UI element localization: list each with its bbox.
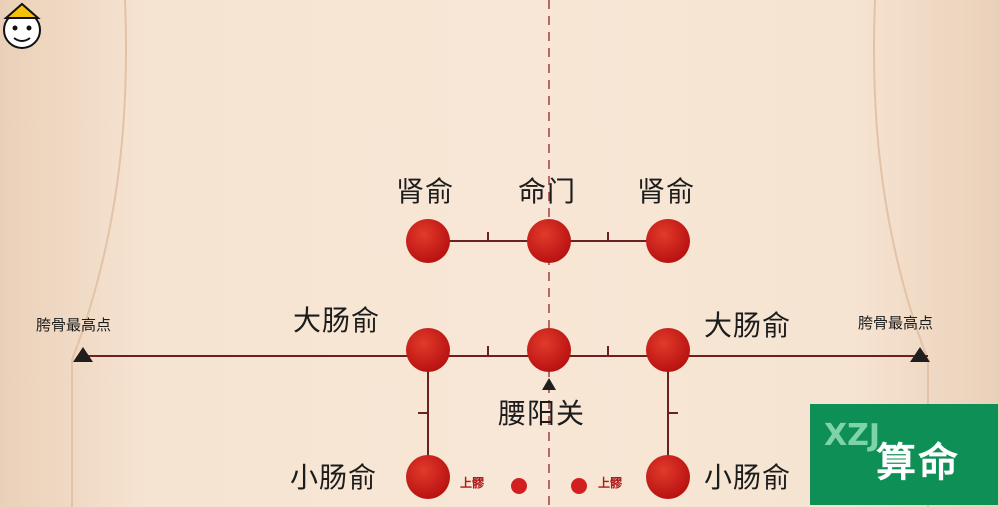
point-dachangshu-right (646, 328, 690, 372)
body-contour-right (872, 0, 929, 507)
label-shangliao-left: 上髎 (460, 476, 485, 490)
label-shenshu-right: 肾俞 (637, 175, 696, 208)
label-shangliao-right: 上髎 (598, 476, 623, 490)
label-yaoyangguan: 腰阳关 (498, 397, 586, 430)
label-shenshu-left: 肾俞 (396, 175, 455, 208)
label-xiaochangshu-right: 小肠俞 (704, 461, 792, 494)
point-shenshu-right (646, 219, 690, 263)
label-dachangshu-right: 大肠俞 (704, 309, 792, 342)
label-iliac-crest-right: 胯骨最高点 (858, 314, 934, 332)
body-contour-left (71, 0, 128, 507)
logo-badge (810, 404, 998, 505)
iliac-crest-arrow-left (73, 347, 93, 362)
point-xiaochangshu-left (406, 455, 450, 499)
point-shangliao-left (511, 478, 527, 494)
label-mingmen: 命门 (518, 175, 577, 208)
logo-watermark: XZJ (824, 418, 881, 453)
yaoyangguan-pointer (542, 378, 556, 390)
point-dachangshu-left (406, 328, 450, 372)
label-dachangshu-left: 大肠俞 (293, 304, 381, 337)
point-xiaochangshu-right (646, 455, 690, 499)
point-shenshu-left (406, 219, 450, 263)
point-yaoyangguan (527, 328, 571, 372)
label-iliac-crest-left: 胯骨最高点 (36, 316, 112, 334)
point-shangliao-right (571, 478, 587, 494)
label-xiaochangshu-left: 小肠俞 (290, 461, 378, 494)
iliac-crest-arrow-right (910, 347, 930, 362)
point-mingmen (527, 219, 571, 263)
logo-text: 算命 (876, 440, 960, 486)
mascot-icon (3, 2, 41, 49)
